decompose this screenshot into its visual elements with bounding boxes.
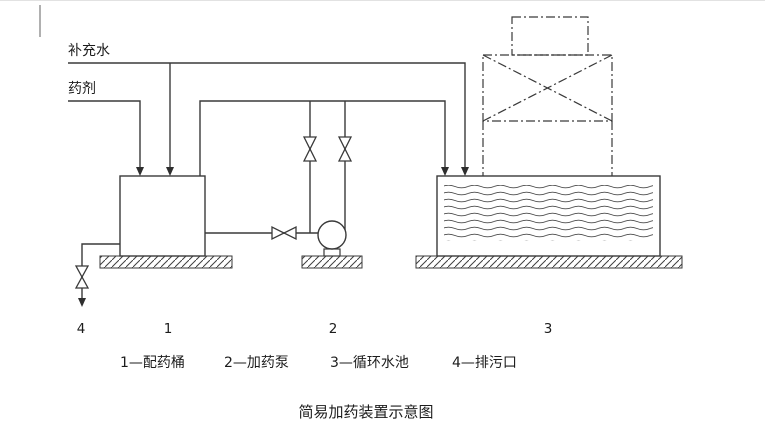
makeup-water-pipe (68, 62, 466, 167)
makeup-water-label: 补充水 (68, 43, 110, 59)
tower-fill-section (482, 54, 613, 122)
chemical-pipe (68, 100, 141, 167)
arrow-drain-outlet (78, 298, 86, 307)
legend-item-pool: 3—循环水池 (330, 355, 409, 371)
arrow-dosing-into-pool (441, 167, 449, 176)
pump-base (323, 248, 341, 257)
part-number-drain: 4 (77, 321, 86, 337)
tower-top-section (511, 16, 589, 56)
legend: 1—配药桶 2—加药泵 3—循环水池 4—排污口 (120, 355, 517, 371)
drain-pipe (81, 243, 120, 298)
ground-hatch-pool (415, 255, 683, 269)
arrow-makeup-into-tank (166, 167, 174, 176)
ground-hatch-pump (301, 255, 363, 269)
suction-valve-icon (271, 225, 297, 241)
tower-brace-diagonal (482, 54, 613, 122)
arrow-chemical-into-tank (136, 167, 144, 176)
water-waves (444, 185, 653, 241)
cooling-tower (482, 16, 613, 176)
ground-hatch-tank (99, 255, 233, 269)
diagram-caption: 简易加药装置示意图 (298, 403, 433, 421)
drain-valve-icon (74, 265, 90, 289)
bypass-valve-icon (302, 136, 318, 162)
dosing-pump (317, 220, 347, 257)
flow-arrows (78, 167, 469, 307)
valves (74, 136, 353, 289)
discharge-valve-icon (337, 136, 353, 162)
legend-item-drain: 4—排污口 (452, 355, 517, 371)
arrow-makeup-into-pool (461, 167, 469, 176)
legend-item-tank: 1—配药桶 (120, 355, 185, 371)
part-number-pump: 2 (329, 321, 338, 337)
dosing-tank (119, 175, 206, 257)
pump-icon (317, 220, 347, 250)
ground-hatches (99, 255, 683, 269)
part-number-pool: 3 (544, 321, 553, 337)
discharge-header-pipe (199, 100, 446, 176)
chemical-label: 药剂 (68, 81, 96, 97)
circulating-pool (436, 175, 661, 257)
part-number-tank: 1 (164, 321, 173, 337)
legend-item-pump: 2—加药泵 (224, 355, 289, 371)
